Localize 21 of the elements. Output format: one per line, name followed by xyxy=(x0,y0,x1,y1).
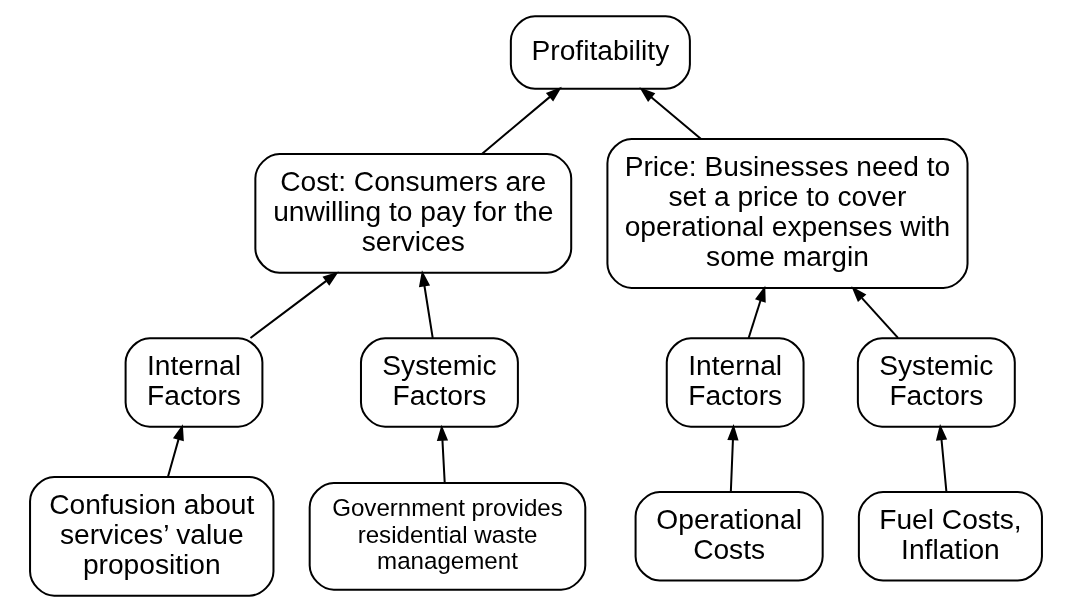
node-box: Internal Factors xyxy=(124,337,263,428)
node-box: Systemic Factors xyxy=(359,337,519,428)
node-box: Cost: Consumers are unwilling to pay for the services xyxy=(253,153,572,274)
node-box: Confusion about services’ value proposition xyxy=(28,476,274,597)
node-box: Profitability xyxy=(509,15,691,90)
node-box: Government provides residential waste management xyxy=(308,482,586,591)
arrow xyxy=(747,285,766,339)
arrow xyxy=(726,424,739,492)
node-box: Systemic Factors xyxy=(856,337,1016,428)
arrow xyxy=(166,424,184,478)
arrow xyxy=(850,286,899,339)
arrow xyxy=(638,87,702,140)
arrow xyxy=(418,270,434,339)
arrow xyxy=(249,271,339,339)
node-box: Operational Costs xyxy=(634,491,824,582)
arrow xyxy=(436,424,448,483)
node-box: Fuel Costs, Inflation xyxy=(857,491,1043,582)
arrow xyxy=(935,424,947,492)
arrow xyxy=(480,86,562,155)
node-box: Internal Factors xyxy=(665,337,805,428)
node-box: Price: Businesses need to set a price to cover operational expenses with some margin xyxy=(605,138,969,289)
